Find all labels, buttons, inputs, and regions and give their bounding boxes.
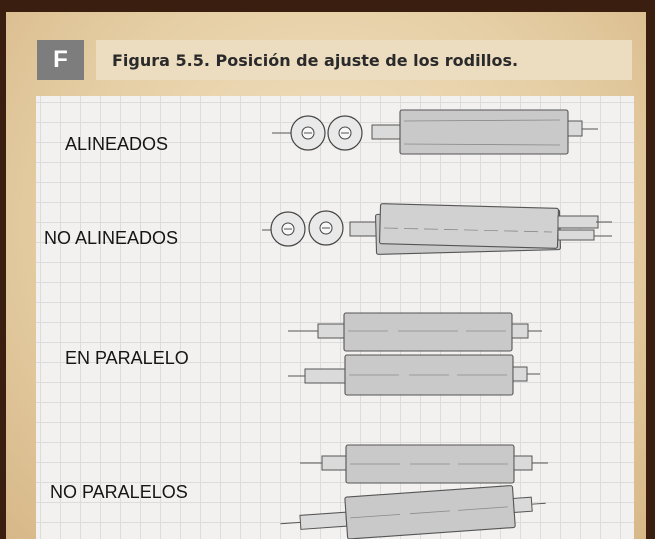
non-parallel-rollers-drawing [280,444,548,539]
figure-caption: Figura 5.5. Posición de ajuste de los ro… [96,40,632,80]
misaligned-rollers-drawing [262,203,612,255]
label-en-paralelo: EN PARALELO [65,348,189,368]
grid-panel [36,96,634,539]
figure-caption-text: Figura 5.5. Posición de ajuste de los ro… [112,50,519,70]
label-no-paralelos: NO PARALELOS [50,482,188,502]
figure-badge: F [37,40,84,80]
aligned-rollers-drawing [272,109,598,155]
label-alineados: ALINEADOS [65,134,169,154]
label-no-alineados: NO ALINEADOS [44,228,179,248]
parallel-rollers-drawing [288,312,542,396]
